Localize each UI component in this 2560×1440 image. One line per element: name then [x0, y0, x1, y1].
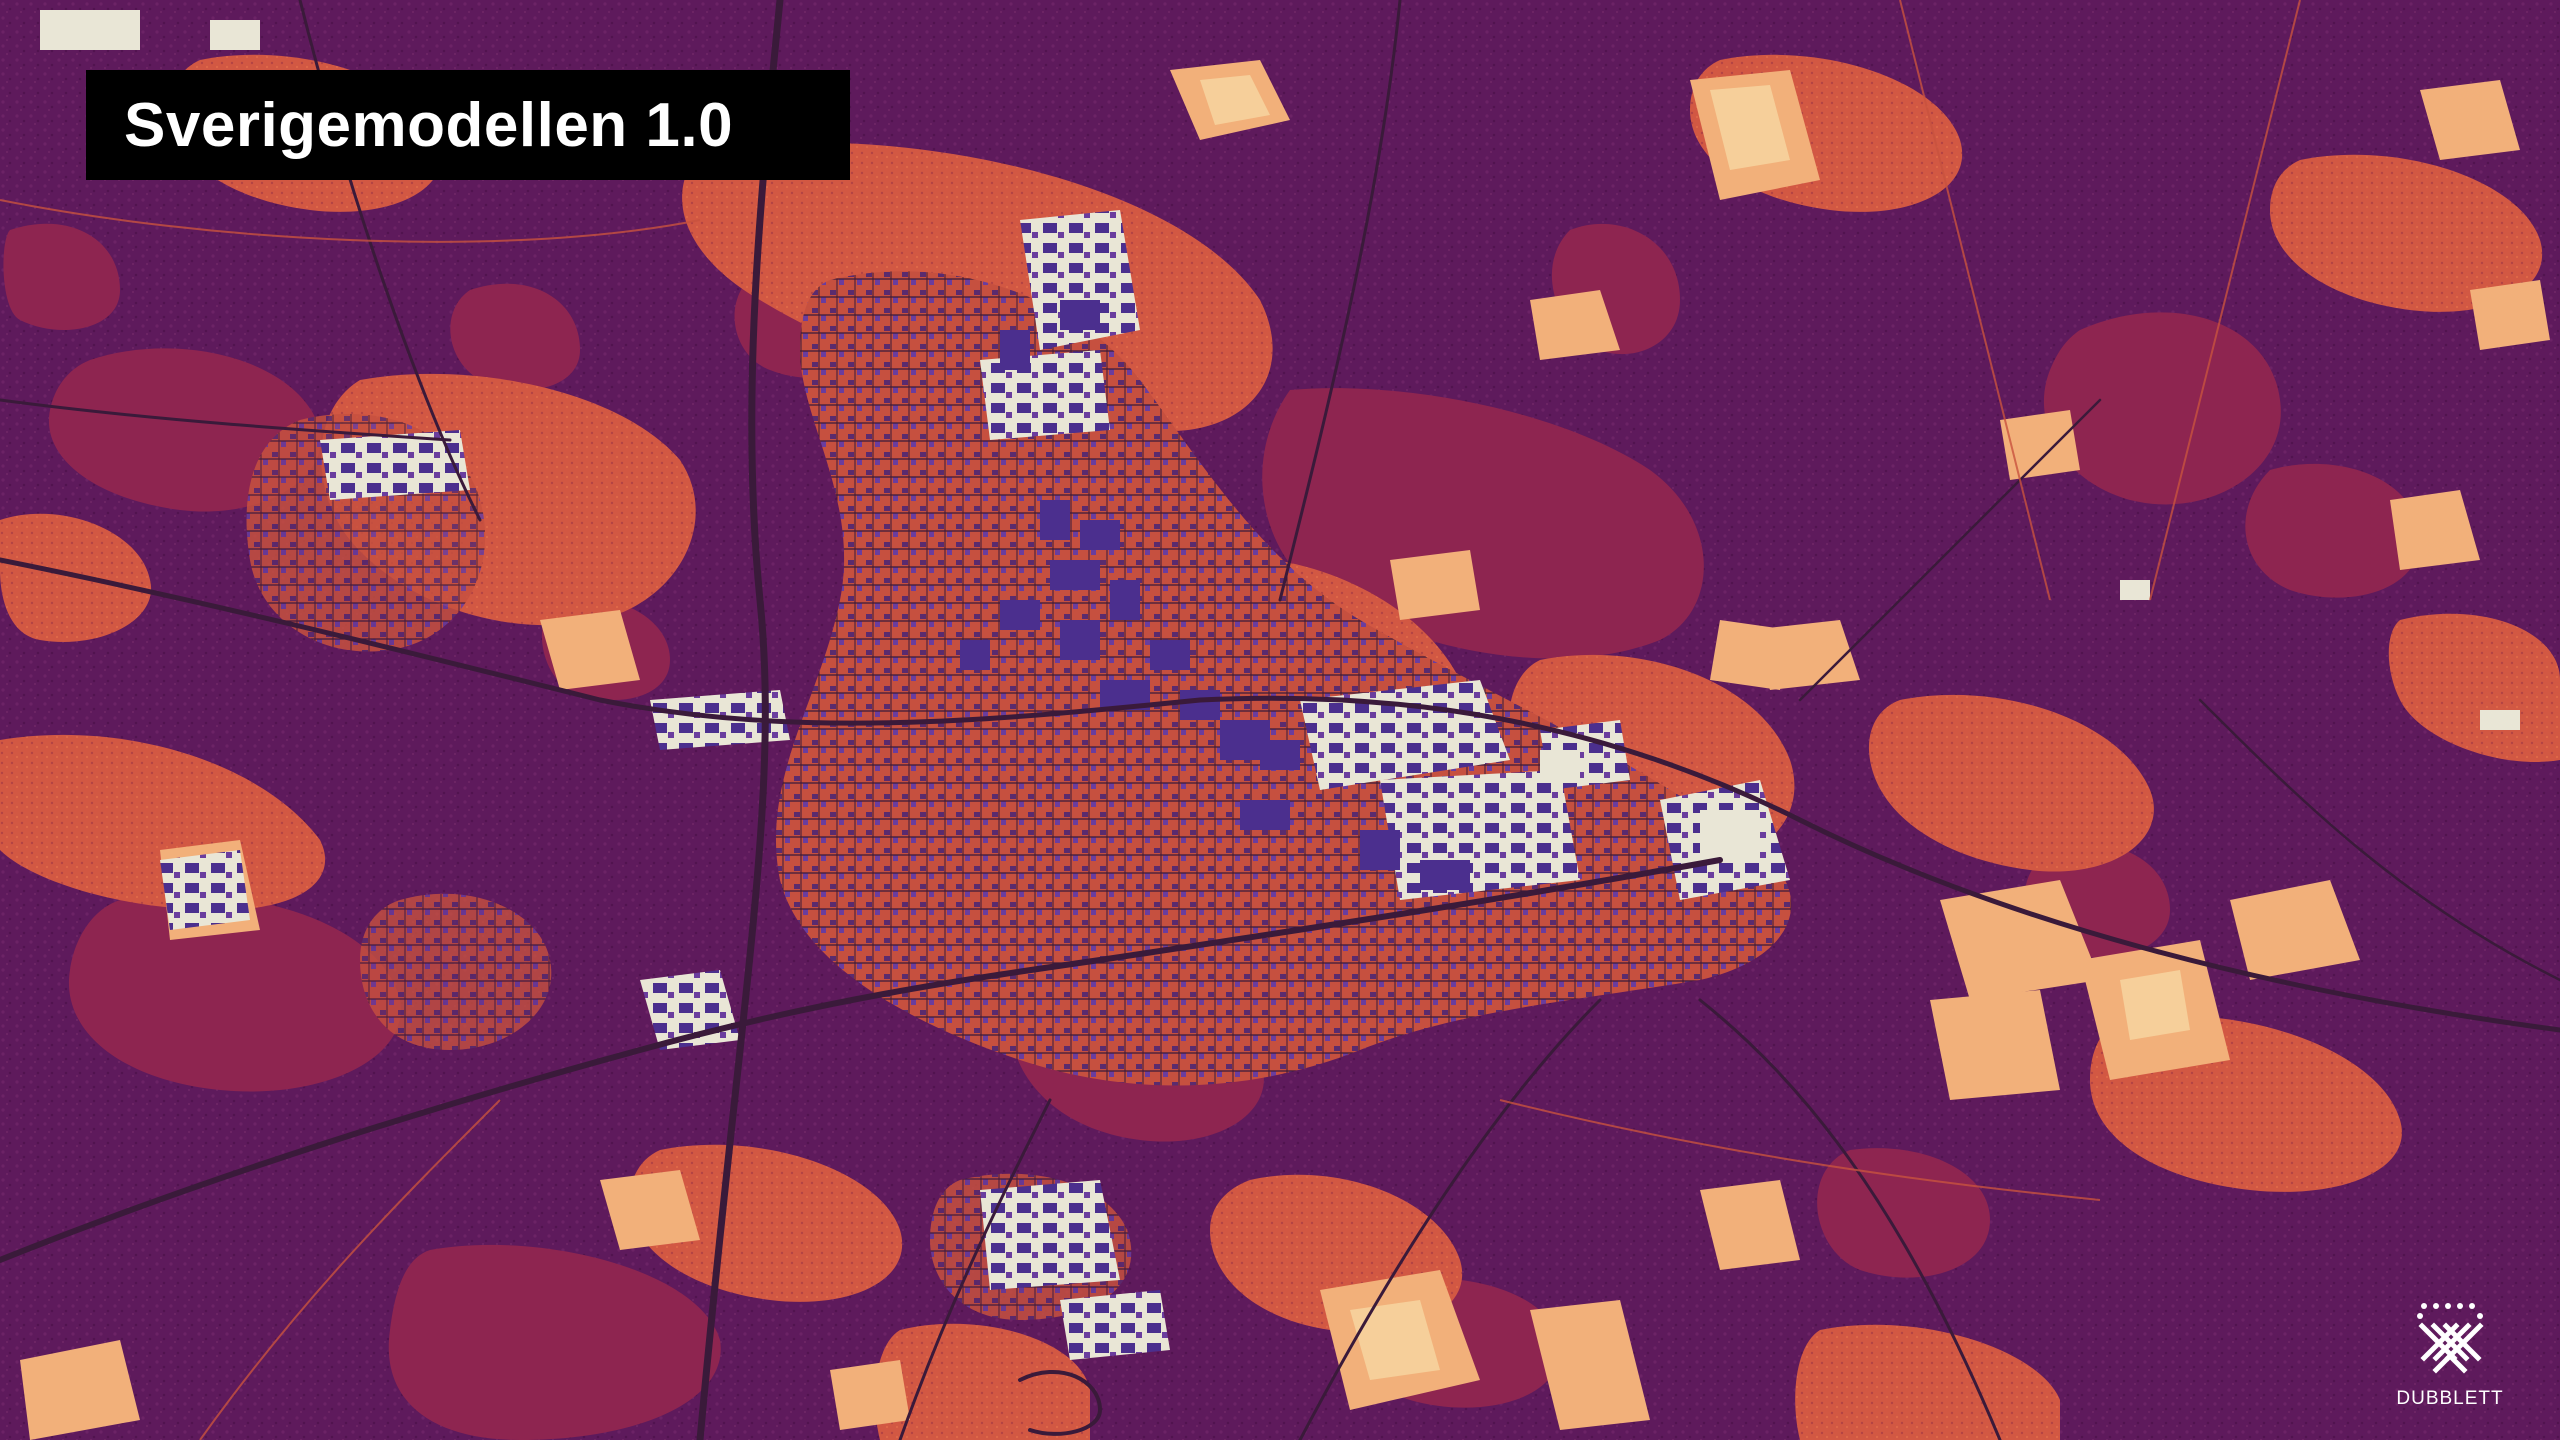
page-title: Sverigemodellen 1.0	[124, 90, 734, 160]
dubblett-logo-icon	[2417, 1303, 2484, 1374]
dubblett-logo: DUBBLETT	[2380, 1300, 2520, 1420]
logo-text: DUBBLETT	[2396, 1388, 2504, 1409]
title-banner: Sverigemodellen 1.0	[86, 70, 850, 180]
